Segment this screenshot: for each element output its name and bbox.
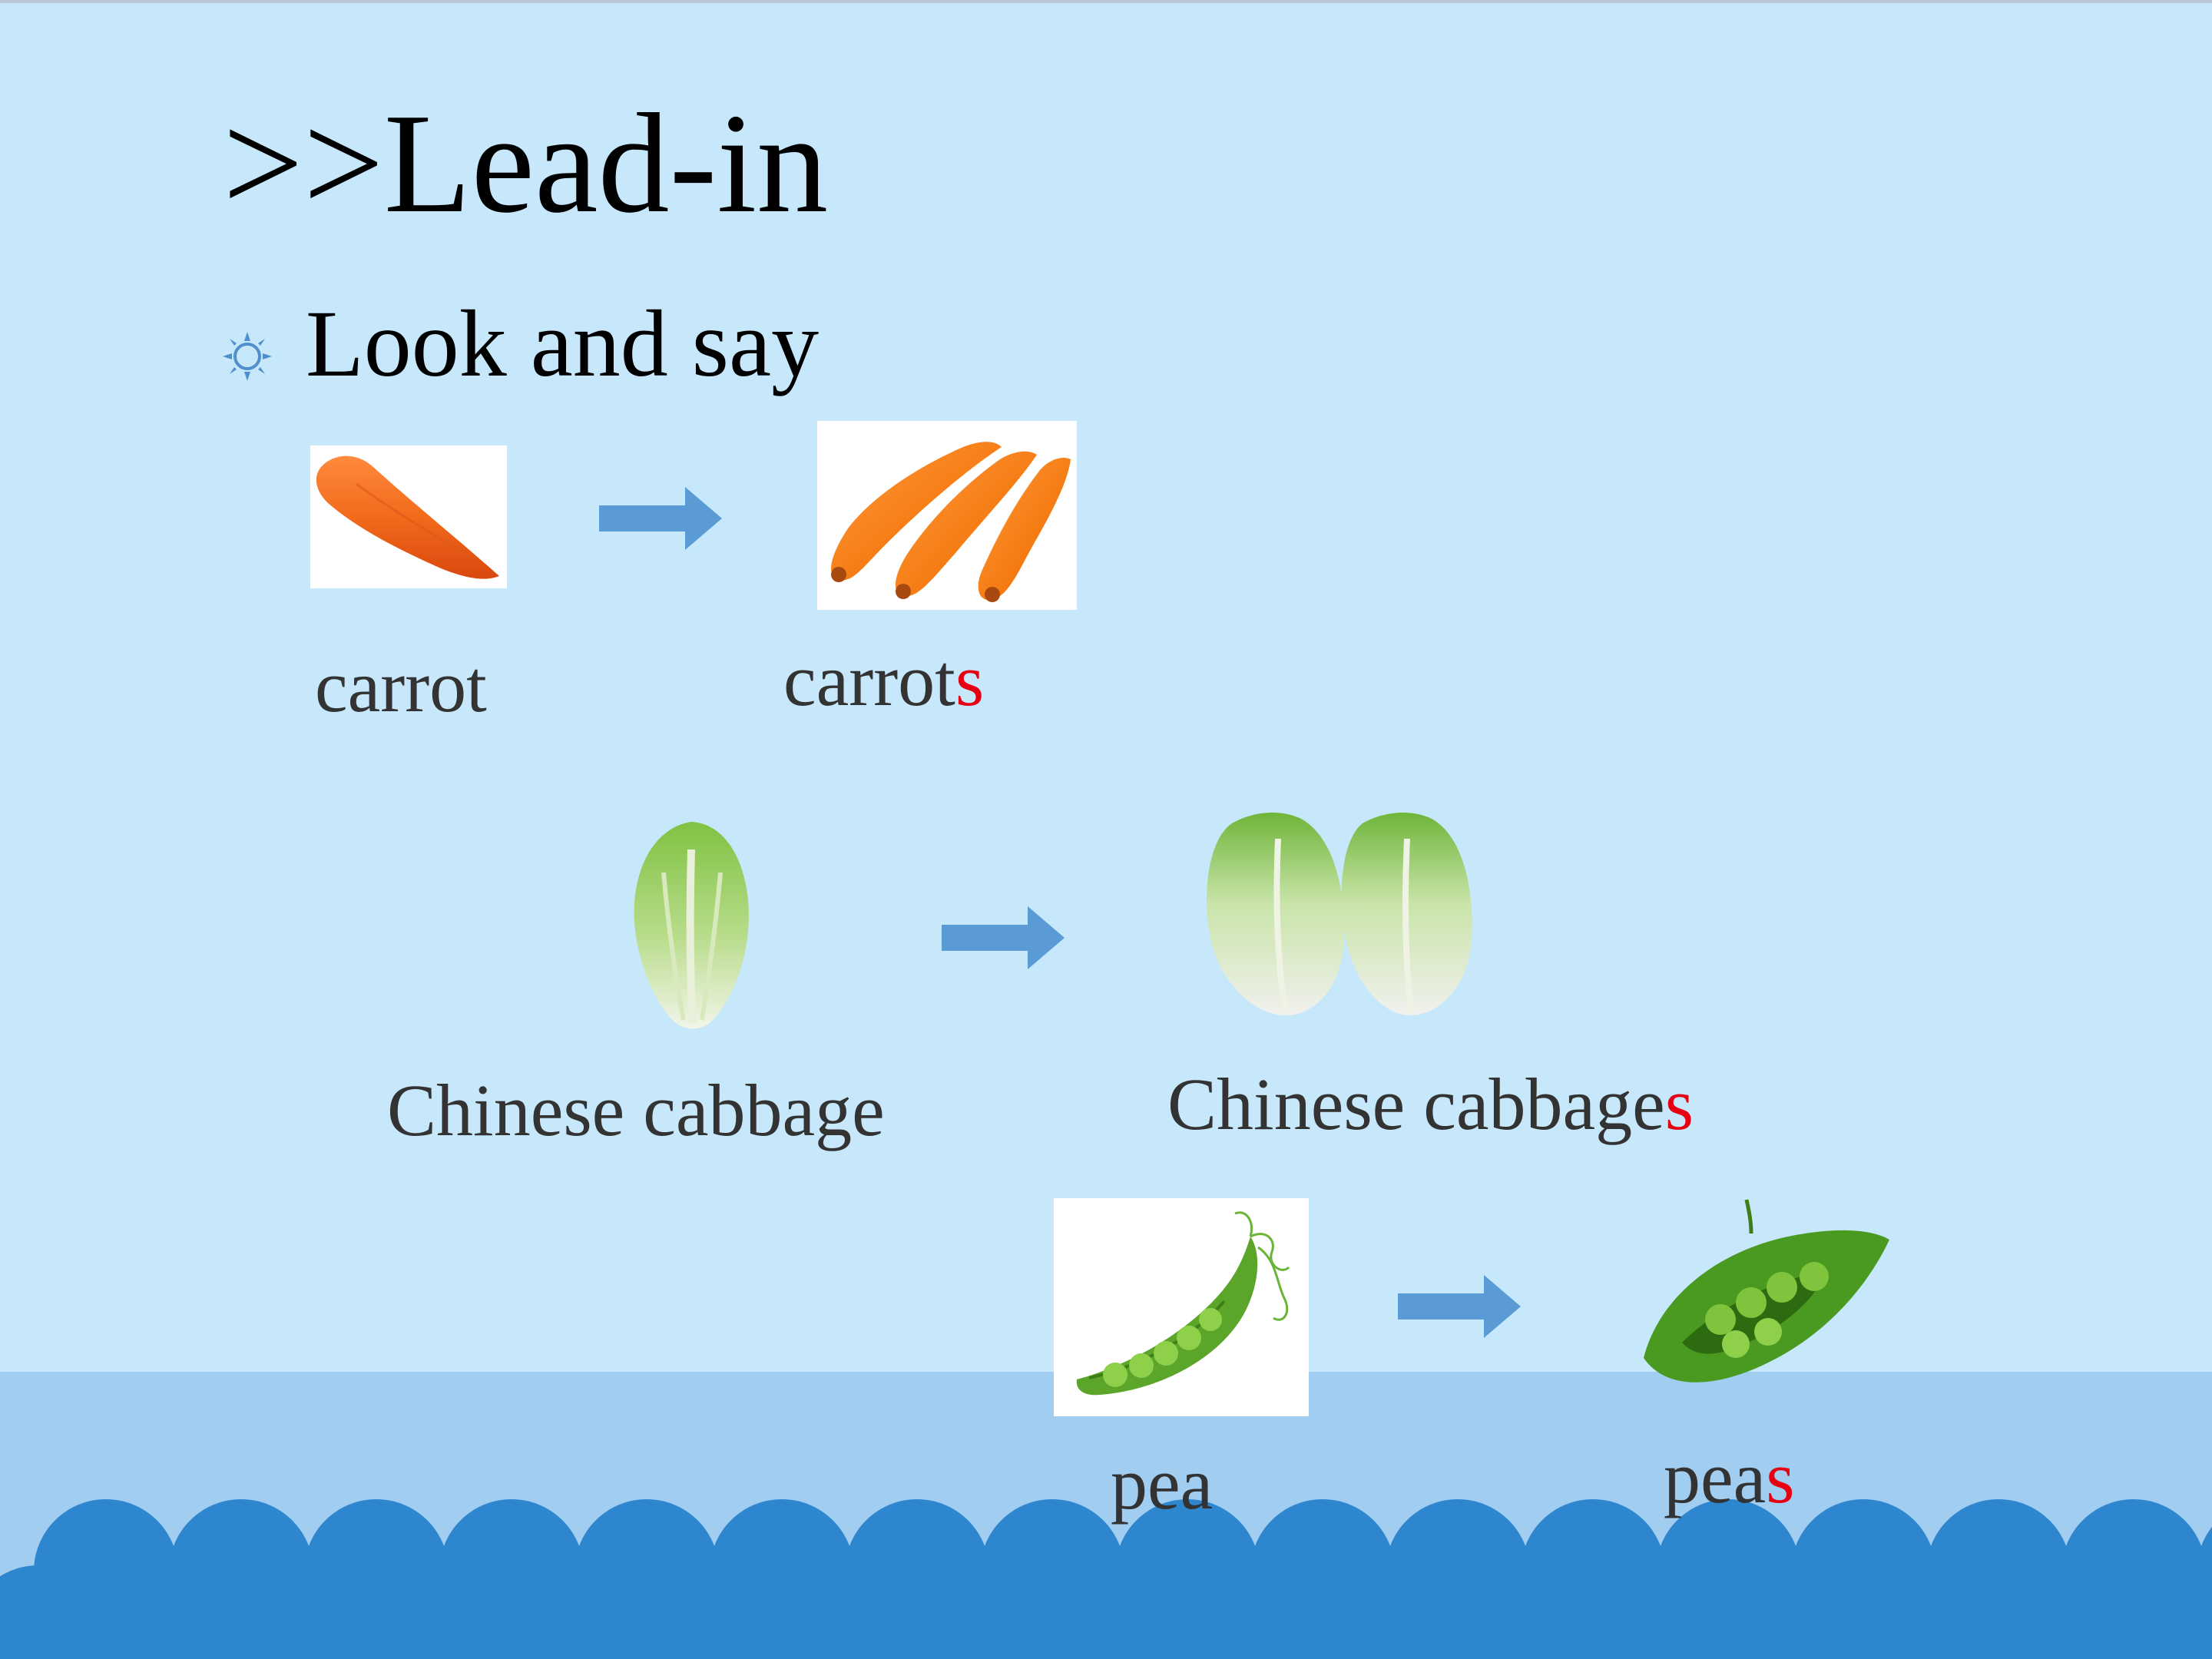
- sun-bullet-icon: [223, 332, 272, 381]
- top-rule: [0, 0, 2212, 3]
- wave-scallop: [1994, 1565, 2138, 1659]
- arrow-right-icon: [942, 906, 1065, 969]
- carrot-image: [310, 445, 507, 588]
- subtitle: Look and say: [306, 291, 820, 396]
- wave-scallop: [1724, 1565, 1868, 1659]
- wave-scallop: [1183, 1565, 1327, 1659]
- word-pea: pea: [1111, 1442, 1214, 1525]
- wave-scallop: [1453, 1565, 1598, 1659]
- plural-stem: Chinese cabbage: [1167, 1063, 1665, 1145]
- plural-suffix: s: [1664, 1063, 1694, 1145]
- plural-suffix: s: [955, 639, 985, 721]
- word-peas: peas: [1664, 1441, 1795, 1515]
- wave-scallop: [777, 1565, 922, 1659]
- wave-scallop: [1588, 1565, 1733, 1659]
- wave-scallop: [2129, 1565, 2212, 1659]
- wave-scallop: [101, 1565, 246, 1659]
- plural-stem: carrot: [783, 639, 955, 721]
- carrots-image: [817, 421, 1077, 610]
- peas-image: [1644, 1199, 1889, 1382]
- wave-scallop: [1859, 1565, 2003, 1659]
- wave-scallop: [912, 1565, 1057, 1659]
- arrow-right-icon: [1398, 1275, 1521, 1338]
- arrow-right-icon: [599, 487, 722, 550]
- wave-scallop: [0, 1565, 111, 1659]
- slide-title: >>Lead-in: [223, 84, 829, 243]
- word-carrots: carrots: [783, 644, 984, 717]
- plural-suffix: s: [1766, 1436, 1795, 1518]
- plural-stem: pea: [1664, 1436, 1767, 1518]
- wave-scallop: [1318, 1565, 1462, 1659]
- pea-image: [1054, 1198, 1309, 1416]
- wave-scallop: [642, 1565, 786, 1659]
- chinese-cabbages-image: [1207, 813, 1472, 1015]
- wave-scallop: [237, 1565, 381, 1659]
- word-chinese-cabbages: Chinese cabbages: [1167, 1068, 1694, 1141]
- wave-scallop: [1048, 1565, 1192, 1659]
- chinese-cabbage-image: [634, 822, 749, 1029]
- word-carrot: carrot: [315, 645, 487, 727]
- wave-scallop: [372, 1565, 516, 1659]
- word-chinese-cabbage: Chinese cabbage: [387, 1069, 885, 1151]
- wave-scallop: [507, 1565, 651, 1659]
- wave-decoration: [0, 1499, 2212, 1659]
